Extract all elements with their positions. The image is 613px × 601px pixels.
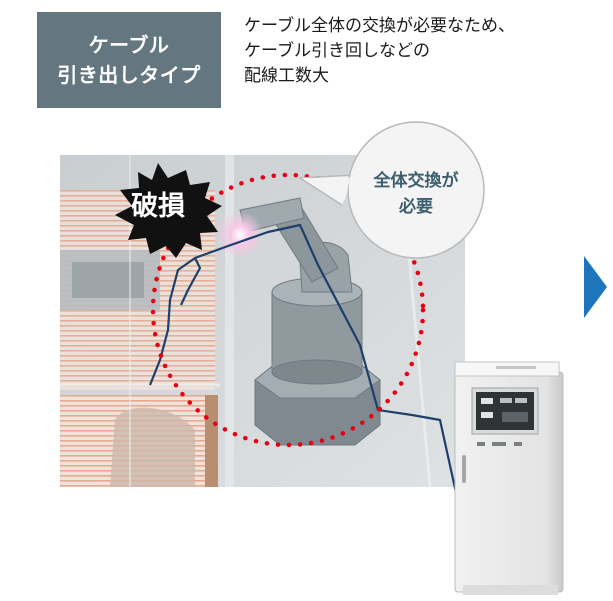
damaged-area-highlight	[150, 172, 426, 448]
description-line-1: ケーブル全体の交換が必要なため、	[244, 16, 515, 36]
control-cabinet-icon	[454, 361, 564, 595]
callout-text: 全体交換が 必要	[364, 168, 468, 220]
cable-route	[148, 223, 464, 521]
callout-bubble	[297, 121, 485, 259]
description-line-2: ケーブル引き回しなどの	[244, 41, 430, 61]
callout-line-2: 必要	[399, 197, 433, 217]
damage-burst	[115, 163, 222, 258]
robot-arm-icon	[239, 197, 381, 446]
type-label-line-2: 引き出しタイプ	[57, 63, 201, 87]
description-line-3: 配線工数大	[244, 66, 329, 86]
callout-line-1: 全体交換が	[373, 171, 459, 191]
description: ケーブル全体の交換が必要なため、 ケーブル引き回しなどの 配線工数大	[244, 14, 604, 89]
next-arrow-icon	[584, 256, 607, 318]
damage-badge-text: 破損	[131, 191, 185, 222]
type-label-line-1: ケーブル	[88, 33, 170, 57]
type-label-box: ケーブル 引き出しタイプ	[37, 12, 221, 108]
